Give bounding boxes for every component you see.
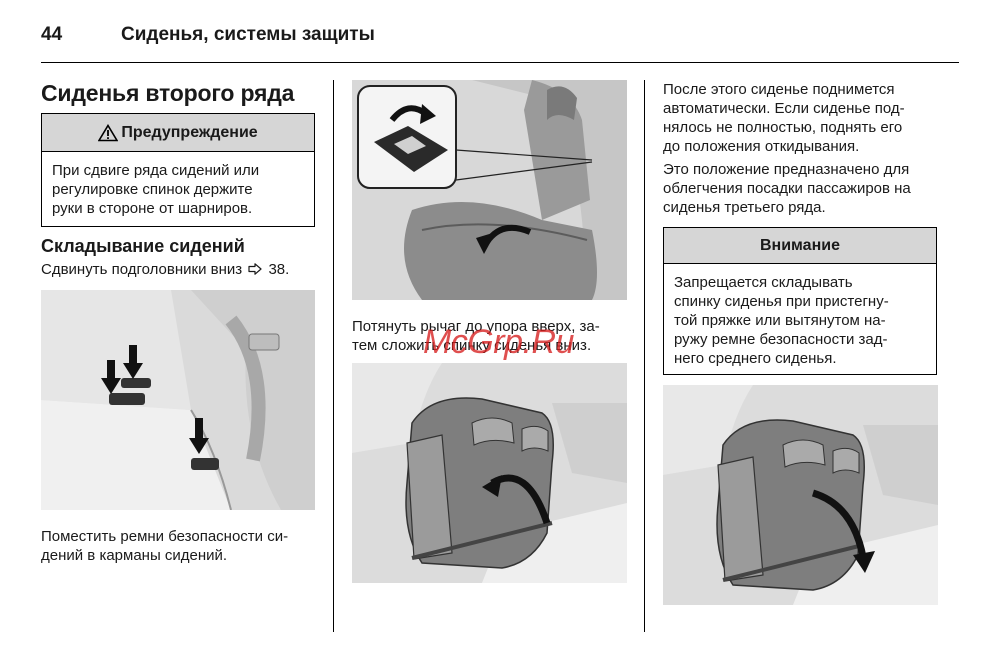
folding-ref-page: 38. — [268, 261, 290, 278]
after-text-line: до положения откидывания. — [663, 138, 860, 155]
after-text-line: После этого сиденье поднимется — [663, 81, 895, 98]
warning-triangle-icon — [98, 123, 119, 141]
warning-box: Предупреждение При сдвиге ряда сидений и… — [41, 113, 315, 227]
header-rule — [41, 62, 959, 63]
chapter-title: Сиденья, системы защиты — [121, 24, 375, 45]
belts-text: Поместить ремни безопасности си- дений в… — [41, 527, 331, 565]
belts-text-line: Поместить ремни безопасности си- — [41, 528, 289, 545]
notice-body: Запрещается складывать спинку сиденья пр… — [664, 264, 936, 377]
after-text-line: автоматически. Если сиденье под- — [663, 100, 905, 117]
seat-folding-down-illustration — [663, 385, 938, 605]
purpose-text-line: облегчения посадки пассажиров на — [663, 180, 911, 197]
notice-line: той пряжке или вытянутом на- — [674, 312, 886, 329]
lever-text: Потянуть рычаг до упора вверх, за- тем с… — [352, 317, 642, 355]
lever-text-line: Потянуть рычаг до упора вверх, за- — [352, 318, 600, 335]
purpose-text-line: Это положение предназначено для — [663, 161, 910, 178]
warning-title: Предупреждение — [121, 123, 258, 141]
column-divider-1 — [333, 80, 334, 632]
belts-text-line: дений в карманы сидений. — [41, 547, 228, 564]
warning-line: руки в стороне от шарниров. — [52, 200, 253, 217]
seat-belt-pocket-illustration — [41, 290, 315, 510]
warning-line: При сдвиге ряда сидений или — [52, 162, 260, 179]
folding-title: Складывание сидений — [41, 236, 245, 256]
after-text: После этого сиденье поднимется автоматич… — [663, 80, 958, 156]
folding-instruction-text: Сдвинуть подголовники вниз — [41, 261, 243, 278]
purpose-text: Это положение предназначено для облегчен… — [663, 160, 958, 217]
lever-text-line: тем сложить спинку сиденья вниз. — [352, 337, 592, 354]
notice-line: ружу ремне безопасности зад- — [674, 331, 888, 348]
notice-header: Внимание — [664, 228, 936, 264]
folding-instruction: Сдвинуть подголовники вниз 38. — [41, 260, 289, 279]
page-reference-arrow-icon — [248, 263, 262, 275]
purpose-text-line: сиденья третьего ряда. — [663, 199, 826, 216]
page-header: 44 Сиденья, системы защиты — [41, 20, 375, 50]
watermark: McGrp.Ru — [423, 323, 574, 361]
section-title: Сиденья второго ряда — [41, 80, 295, 106]
notice-line: спинку сиденья при пристегну- — [674, 293, 889, 310]
warning-body: При сдвиге ряда сидений или регулировке … — [42, 152, 314, 227]
notice-line: него среднего сиденья. — [674, 350, 837, 367]
seat-lever-illustration — [352, 80, 627, 300]
notice-box: Внимание Запрещается складывать спинку с… — [663, 227, 937, 375]
warning-header: Предупреждение — [42, 114, 314, 152]
seat-folded-illustration — [352, 363, 627, 583]
notice-line: Запрещается складывать — [674, 274, 853, 291]
after-text-line: нялось не полностью, поднять его — [663, 119, 903, 136]
warning-line: регулировке спинок держите — [52, 181, 253, 198]
column-divider-2 — [644, 80, 645, 632]
page-number: 44 — [41, 24, 63, 45]
